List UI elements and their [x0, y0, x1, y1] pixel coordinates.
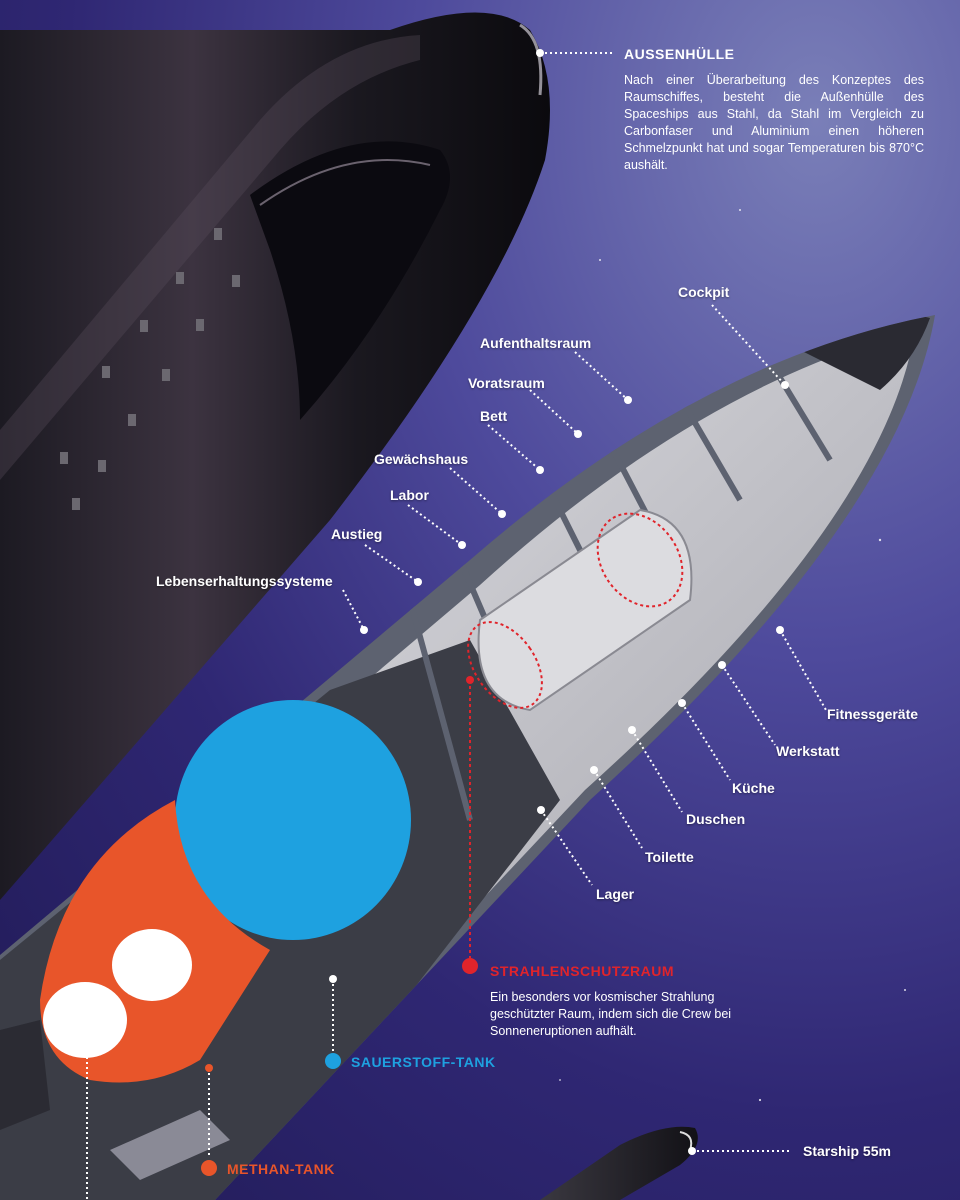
oxygen-marker-dot	[325, 1053, 341, 1069]
label-aufenthaltsraum: Aufenthaltsraum	[480, 335, 592, 351]
label-duschen: Duschen	[686, 811, 746, 827]
label-labor: Labor	[390, 487, 429, 503]
oxygen-tank-shape	[175, 700, 411, 940]
radiation-marker-dot	[462, 958, 478, 974]
starship-scale-label: Starship 55m	[803, 1143, 891, 1159]
leader-lines	[86, 52, 827, 1200]
label-bett: Bett	[480, 408, 508, 424]
exterior-hull	[0, 12, 550, 900]
label-austieg: Austieg	[331, 526, 383, 542]
label-lebenserhaltungssysteme: Lebenserhaltungssysteme	[156, 573, 333, 589]
cutaway-ship	[0, 315, 935, 1200]
outer-hull-text: Nach einer Überarbeitung des Konzeptes d…	[624, 73, 924, 172]
label-dots	[329, 49, 789, 1155]
outer-hull-title: AUSSENHÜLLE	[624, 46, 735, 62]
label-voratsraum: Voratsraum	[468, 375, 545, 391]
label-werkstatt: Werkstatt	[776, 743, 840, 759]
methane-marker-dot	[201, 1160, 217, 1176]
small-starship	[540, 1126, 698, 1200]
label-gewaechshaus: Gewächshaus	[374, 451, 469, 467]
radiation-room-text: Ein besonders vor kosmischer Strahlung g…	[490, 990, 732, 1038]
oxygen-tank-title: SAUERSTOFF-TANK	[351, 1054, 496, 1070]
label-toilette: Toilette	[645, 849, 694, 865]
methane-tank-title: METHAN-TANK	[227, 1161, 335, 1177]
label-lager: Lager	[596, 886, 635, 902]
label-kueche: Küche	[732, 780, 775, 796]
radiation-room-title: STRAHLENSCHUTZRAUM	[490, 963, 674, 979]
label-fitnessgeraete: Fitnessgeräte	[827, 706, 919, 722]
label-cockpit: Cockpit	[678, 284, 730, 300]
